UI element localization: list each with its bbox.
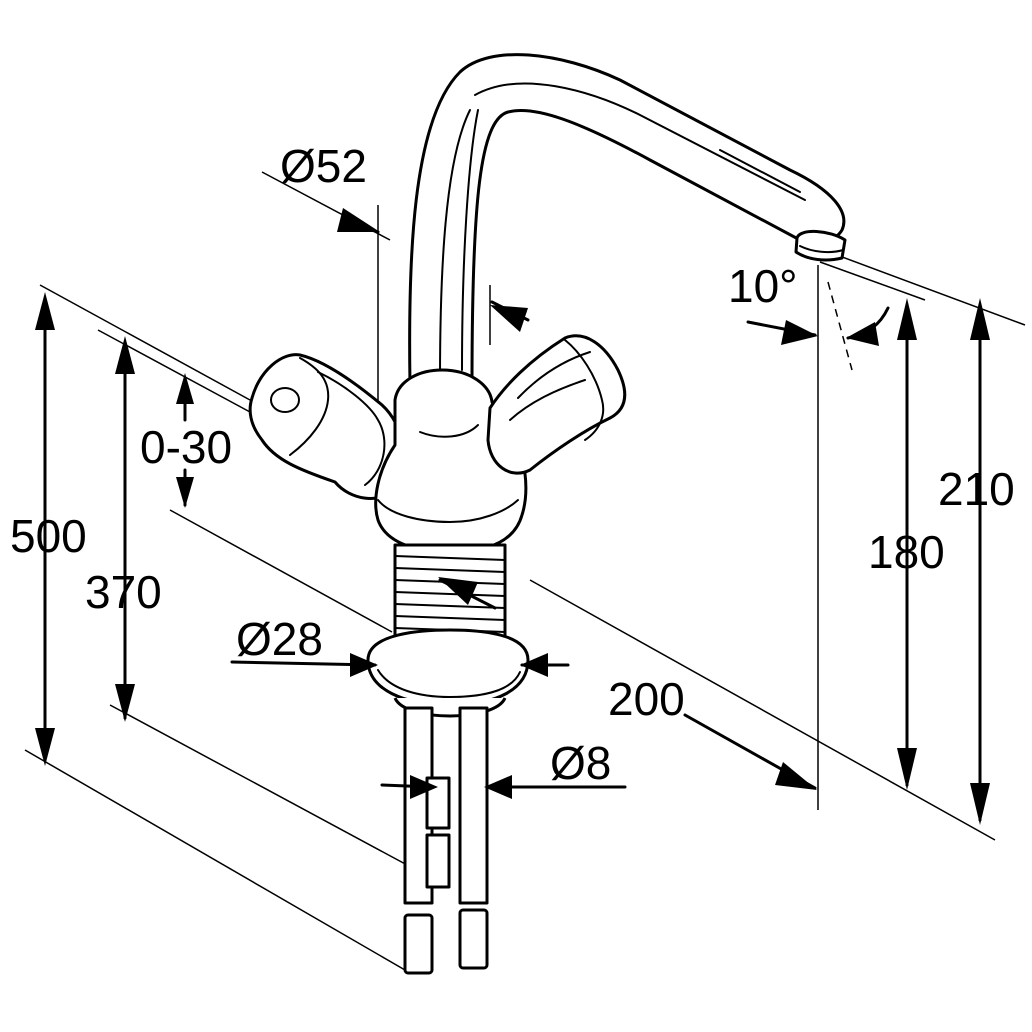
dimension-labels: Ø52 10° 0-30 500 370 Ø28 200 Ø8 180 210 <box>10 140 1015 789</box>
base-flange <box>366 628 530 718</box>
label-diameter-52: Ø52 <box>280 140 367 192</box>
aerator <box>794 230 847 262</box>
label-reach-200: 200 <box>608 673 685 725</box>
label-height-210: 210 <box>938 463 1015 515</box>
extension-lines <box>24 171 1026 971</box>
label-angle-10: 10° <box>728 260 798 312</box>
label-diameter-28: Ø28 <box>236 613 323 665</box>
label-height-370: 370 <box>85 566 162 618</box>
label-height-180: 180 <box>868 526 945 578</box>
label-diameter-8: Ø8 <box>550 737 611 789</box>
handle-right <box>486 334 627 475</box>
label-range-0-30: 0-30 <box>140 421 232 473</box>
supply-hoses <box>403 706 489 975</box>
label-height-500: 500 <box>10 510 87 562</box>
dimension-lines <box>35 208 990 825</box>
faucet <box>248 53 847 975</box>
spout <box>408 53 846 387</box>
